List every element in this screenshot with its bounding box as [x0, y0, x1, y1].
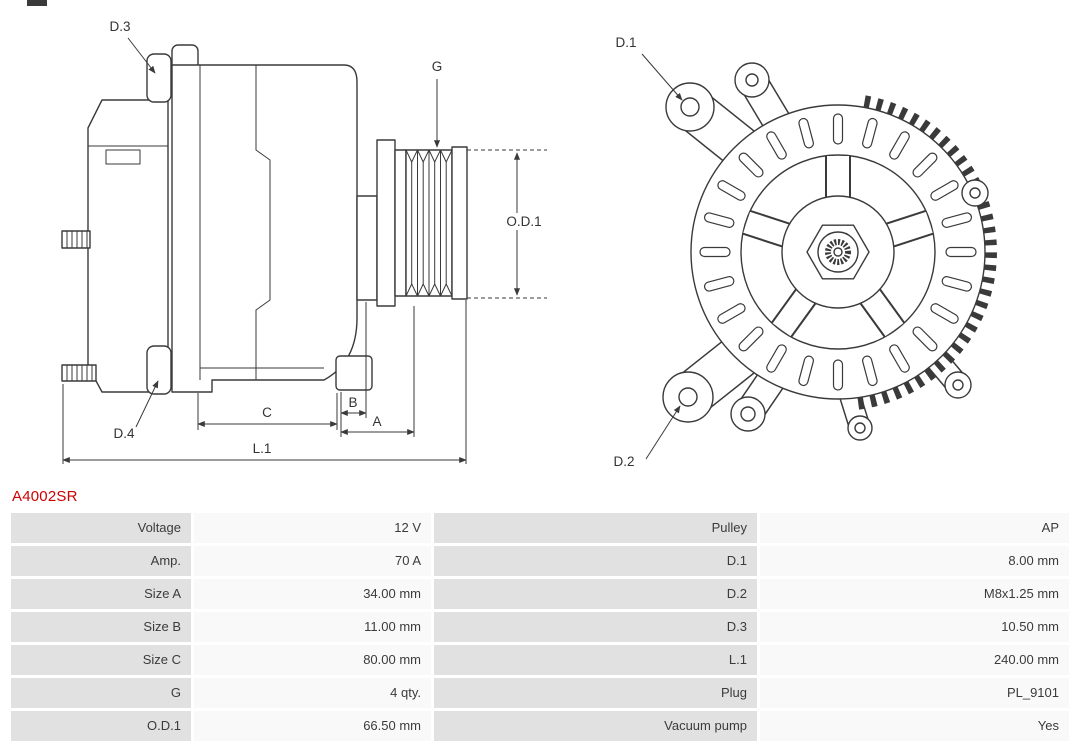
page-corner-artifact: [27, 0, 47, 6]
technical-drawing-area: D.3 G O.D.1 D.4 B C A L.1 D.1 D.2: [61, 19, 997, 469]
spec-value: 80.00 mm: [194, 645, 431, 675]
spec-label: O.D.1: [11, 711, 191, 741]
spec-value: 12 V: [194, 513, 431, 543]
spec-label: Size B: [11, 612, 191, 642]
spec-label: Size A: [11, 579, 191, 609]
front-plate: [376, 139, 396, 307]
label-d1: D.1: [615, 35, 636, 50]
front-foot: [335, 355, 373, 391]
spec-value: 8.00 mm: [760, 546, 1069, 576]
label-g: G: [432, 59, 443, 74]
mounting-lug-top: [146, 53, 172, 103]
dimension-annotations: [62, 37, 683, 464]
drawing-labels: D.3 G O.D.1 D.4 B C A L.1 D.1 D.2: [109, 19, 636, 469]
mounting-lug-bottom: [146, 345, 172, 395]
spec-value: Yes: [760, 711, 1069, 741]
spec-value: AP: [760, 513, 1069, 543]
spec-value: PL_9101: [760, 678, 1069, 708]
spec-value: 11.00 mm: [194, 612, 431, 642]
leader-d3: [127, 37, 156, 74]
terminal-stud-upper: [61, 230, 91, 249]
spec-label: L.1: [434, 645, 757, 675]
spec-value: 4 qty.: [194, 678, 431, 708]
spokes: [742, 156, 934, 338]
spec-value: 10.50 mm: [760, 612, 1069, 642]
spec-label: G: [11, 678, 191, 708]
spec-value: M8x1.25 mm: [760, 579, 1069, 609]
pulley: [394, 146, 468, 300]
spec-label: D.3: [434, 612, 757, 642]
spec-value: 34.00 mm: [194, 579, 431, 609]
rear-view: [662, 62, 997, 441]
leader-d1: [641, 53, 683, 101]
label-b: B: [348, 395, 357, 410]
technical-drawing: D.3 G O.D.1 D.4 B C A L.1 D.1 D.2: [61, 19, 997, 469]
spec-label: D.1: [434, 546, 757, 576]
spec-table: Voltage 12 V Pulley AP Amp. 70 A D.1 8.0…: [11, 513, 1069, 741]
spec-value: 70 A: [194, 546, 431, 576]
spec-label: Amp.: [11, 546, 191, 576]
leader-d2: [645, 405, 681, 460]
hole-d2: [678, 387, 698, 407]
leader-d4: [135, 380, 159, 428]
serrated-edge: [850, 95, 997, 411]
spec-label: D.2: [434, 579, 757, 609]
spec-label: Vacuum pump: [434, 711, 757, 741]
label-od1: O.D.1: [506, 214, 541, 229]
terminal-stud-lower: [61, 364, 97, 382]
label-c: C: [262, 405, 272, 420]
label-l1: L.1: [253, 441, 272, 456]
spec-label: Plug: [434, 678, 757, 708]
spec-value: 240.00 mm: [760, 645, 1069, 675]
hole-d1: [680, 97, 700, 117]
alternator-body: [171, 64, 358, 393]
label-d2: D.2: [613, 454, 634, 469]
spec-label: Size C: [11, 645, 191, 675]
spec-label: Pulley: [434, 513, 757, 543]
label-d4: D.4: [113, 426, 135, 441]
spec-label: Voltage: [11, 513, 191, 543]
label-a: A: [372, 414, 381, 429]
label-d3: D.3: [109, 19, 130, 34]
part-number: A4002SR: [12, 488, 78, 505]
spec-value: 66.50 mm: [194, 711, 431, 741]
side-view: [61, 44, 468, 395]
